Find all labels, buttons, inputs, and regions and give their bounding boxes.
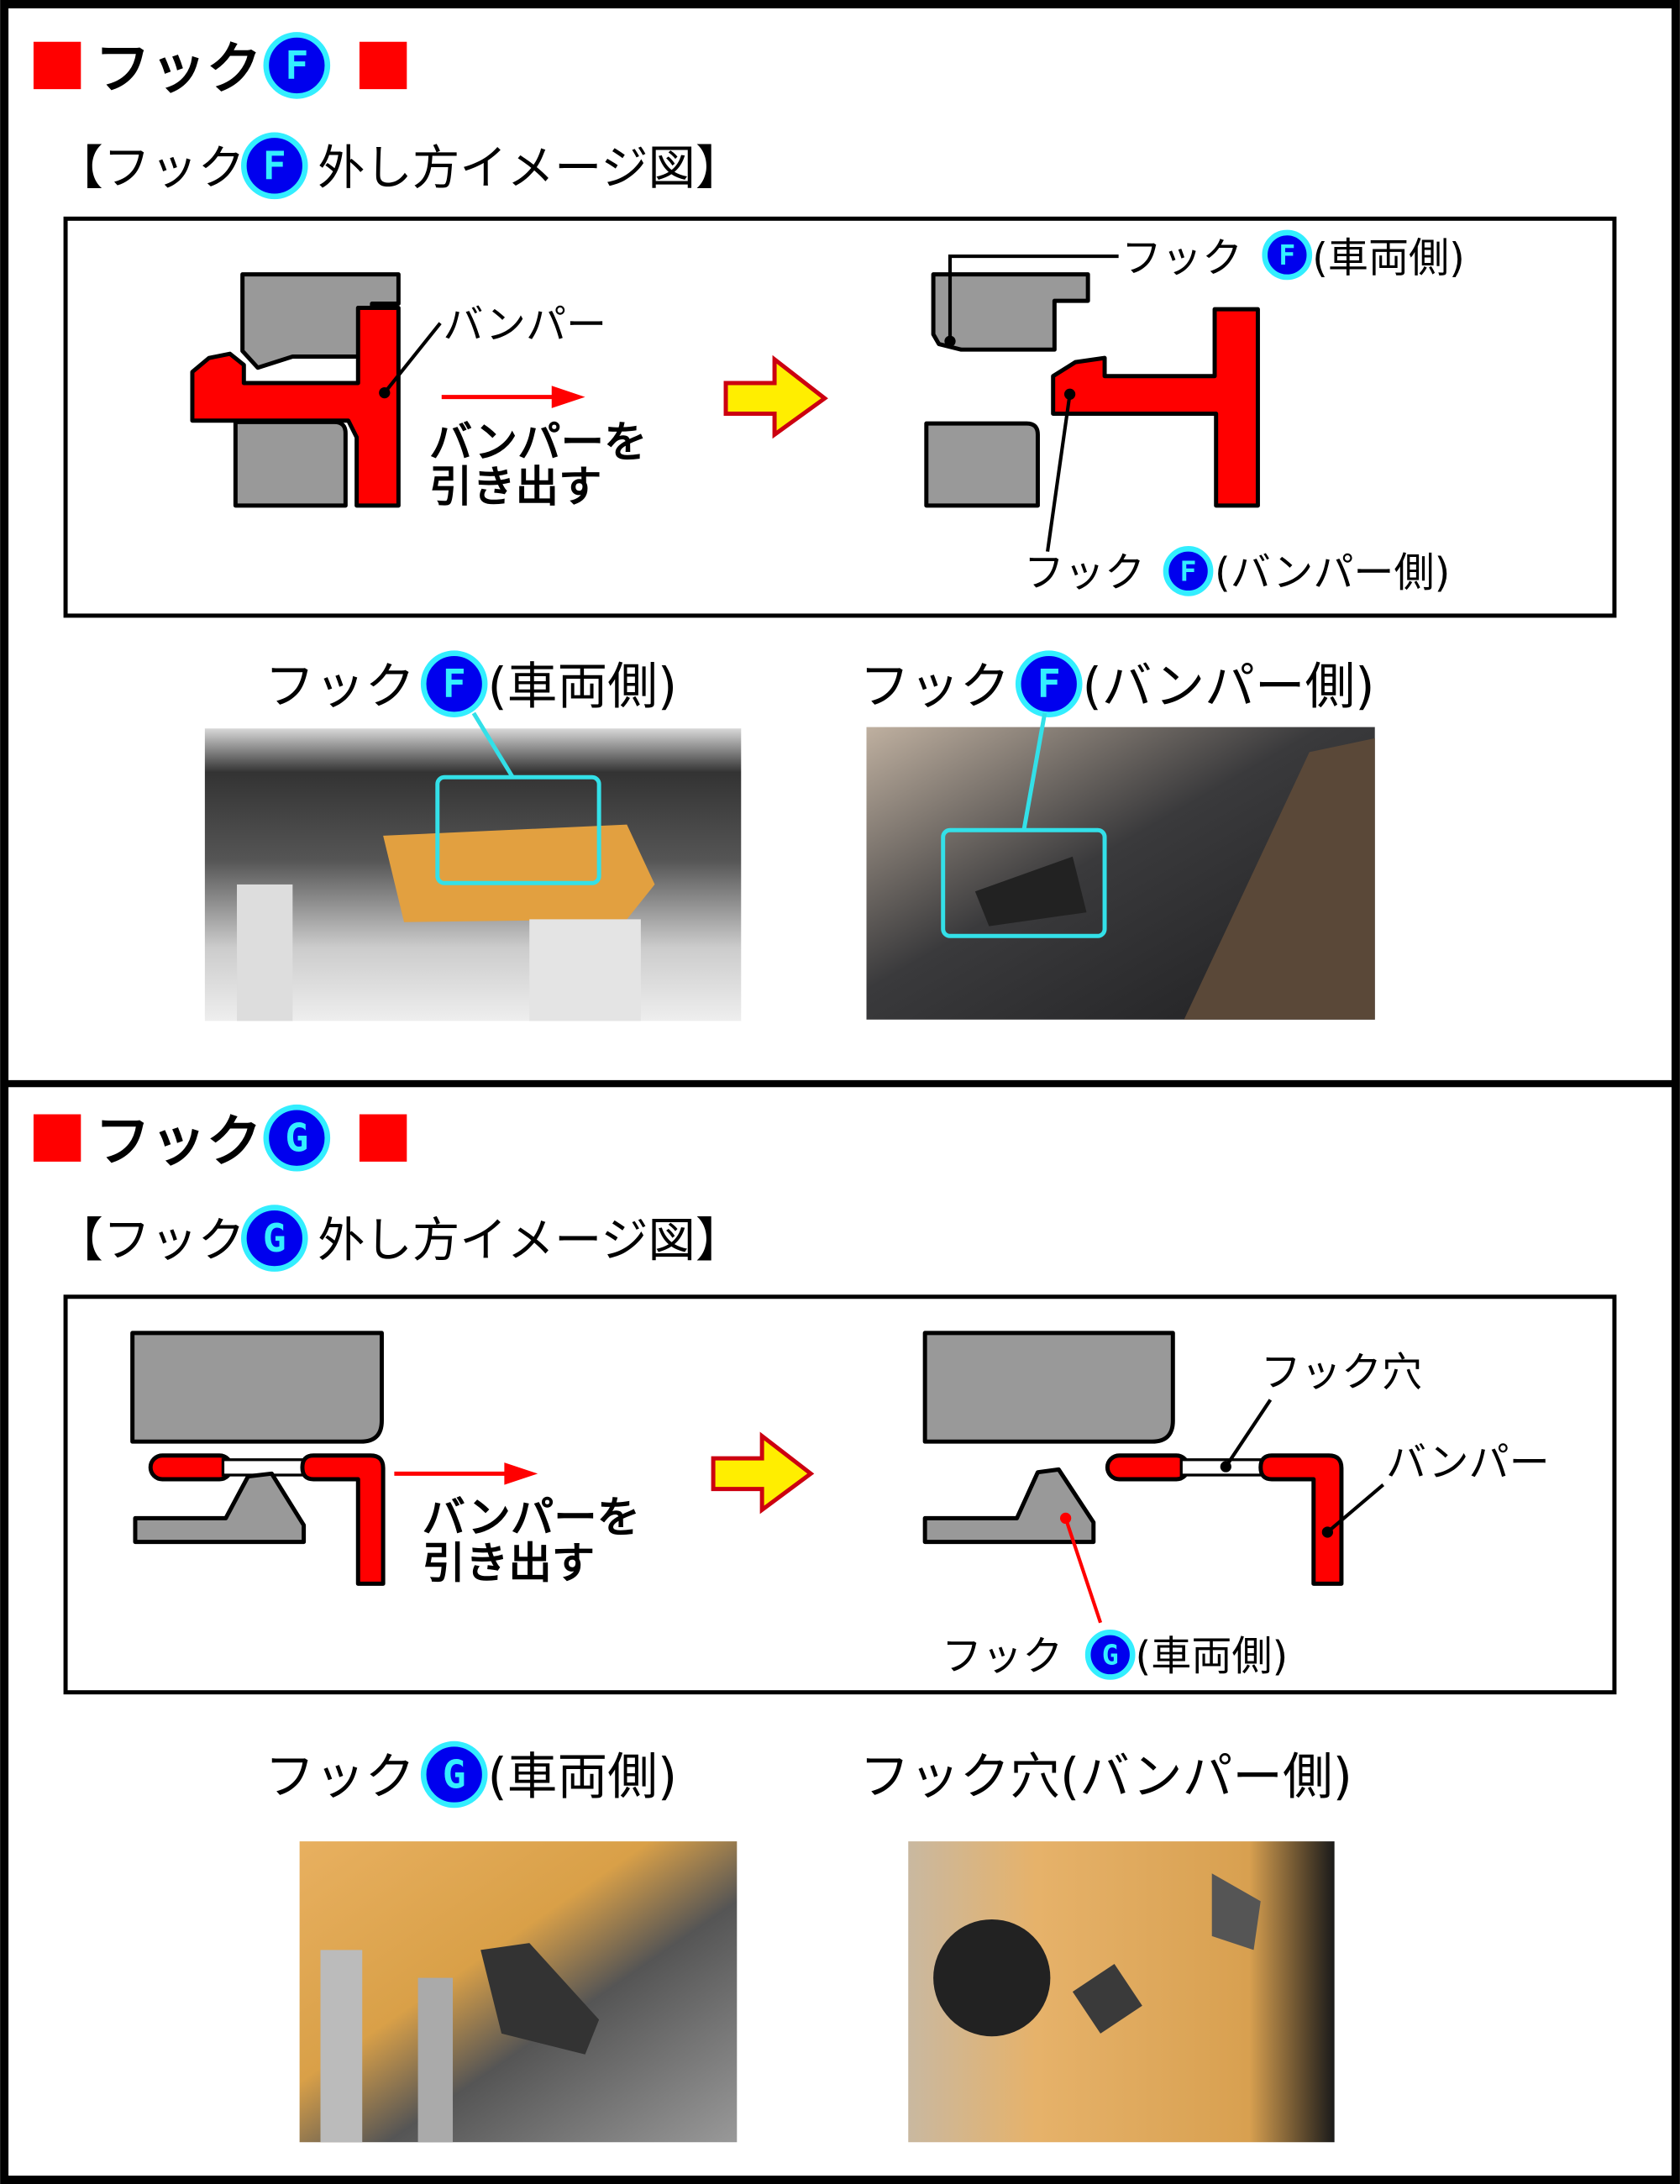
next-step-arrow-icon [711, 1431, 815, 1515]
hook-hole-label: フック穴 [1261, 1349, 1422, 1396]
photo-caption-suffix: (車両側) [487, 658, 677, 716]
bumper-part [148, 1453, 234, 1482]
badge-g: G [420, 1740, 488, 1809]
section-title: フック [95, 1108, 262, 1173]
red-square-marker [33, 41, 81, 90]
pull-arrow-icon [441, 386, 585, 408]
badge-g: G [1084, 1630, 1136, 1680]
hook-vehicle-label-suffix: (車両側) [1136, 1633, 1289, 1680]
section-f: フック F 【フック F 外し方イメージ図】 バンパー バンパーを 引 [33, 32, 1617, 1021]
red-square-marker [359, 1114, 407, 1162]
photo-caption: フック穴(バンパー側) [859, 1749, 1352, 1807]
bumper-part [1105, 1453, 1191, 1482]
hook-bumper-label: フック [1024, 549, 1145, 596]
bumper-label: バンパー [1386, 1440, 1550, 1487]
diagram-subtitle: 【フック [55, 141, 244, 196]
photo-caption: フック [859, 658, 1010, 716]
pull-instruction-line2: 引き出す [423, 1539, 596, 1589]
bumper-part [1051, 307, 1260, 508]
pull-instruction-line2: 引き出す [429, 462, 602, 512]
svg-text:G: G [1102, 1638, 1119, 1671]
bumper-label: バンパー [443, 302, 606, 349]
photo-hook-f-vehicle [204, 711, 742, 1021]
diagram-subtitle-suffix: 外し方イメージ図】 [318, 1214, 743, 1268]
red-square-marker [359, 41, 407, 90]
badge-f: F [240, 132, 308, 200]
svg-text:G: G [263, 1215, 286, 1261]
badge-f: F [1163, 546, 1214, 596]
vehicle-upper-part [931, 272, 1090, 352]
photo-hook-f-bumper [866, 712, 1375, 1020]
badge-g: G [240, 1205, 308, 1272]
vehicle-upper-part [130, 1331, 384, 1444]
svg-text:F: F [1037, 661, 1061, 706]
photo-caption: フック [265, 658, 415, 716]
section-title: フック [95, 35, 262, 101]
svg-text:F: F [263, 143, 286, 188]
diagram-f: バンパー バンパーを 引き出す フック F (車両側) フック [63, 216, 1617, 618]
vehicle-hook-part [922, 1467, 1096, 1545]
photo-hook-hole-bumper [908, 1841, 1335, 2143]
section-g: フック G 【フック G 外し方イメージ図】 バンパーを 引き出す [33, 1104, 1617, 2143]
diagram-g: バンパーを 引き出す フック穴 バンパー フック G (車両側) [63, 1294, 1617, 1695]
badge-f: F [420, 650, 488, 717]
svg-text:G: G [285, 1116, 308, 1161]
badge-f: F [263, 32, 331, 99]
pull-instruction-line1: バンパーを [423, 1493, 641, 1543]
hook-bumper-label-suffix: (バンパー側) [1215, 549, 1450, 596]
hook-vehicle-label: フック [1121, 234, 1242, 281]
pull-arrow-icon [394, 1462, 538, 1485]
svg-text:F: F [443, 661, 466, 706]
diagram-subtitle: 【フック [55, 1214, 244, 1268]
vehicle-hook-part [133, 1471, 307, 1545]
bumper-part [1258, 1453, 1344, 1586]
badge-g: G [263, 1104, 331, 1172]
svg-text:F: F [1278, 239, 1295, 271]
svg-text:F: F [1180, 554, 1197, 587]
highlight-box [941, 827, 1107, 938]
vehicle-lower-part [924, 421, 1040, 508]
hook-vehicle-label-suffix: (車両側) [1312, 234, 1465, 281]
vehicle-upper-part [922, 1331, 1175, 1444]
highlight-box [435, 774, 601, 885]
photo-hook-g-vehicle [299, 1841, 738, 2143]
pull-instruction-line1: バンパーを [429, 417, 648, 468]
hook-vehicle-label: フック [942, 1633, 1063, 1680]
photo-caption-suffix: (バンパー側) [1083, 658, 1375, 716]
badge-f: F [1262, 229, 1313, 281]
red-square-marker [33, 1114, 81, 1162]
svg-text:F: F [285, 43, 308, 88]
diagram-subtitle-suffix: 外し方イメージ図】 [318, 141, 743, 196]
photo-caption: フック [265, 1749, 415, 1807]
vehicle-lower-part [233, 419, 348, 508]
bumper-part [190, 305, 401, 508]
next-step-arrow-icon [723, 354, 828, 439]
badge-f: F [1015, 650, 1083, 717]
bumper-part [300, 1453, 386, 1586]
svg-text:G: G [443, 1752, 466, 1798]
photo-caption-suffix: (車両側) [487, 1749, 677, 1807]
